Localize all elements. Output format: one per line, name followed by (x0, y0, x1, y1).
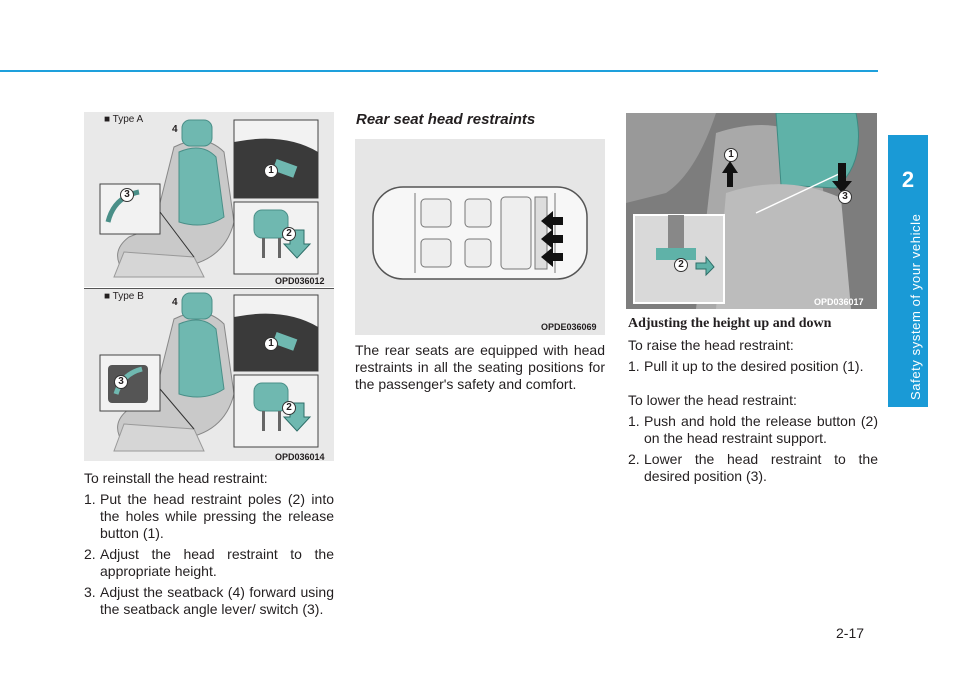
divider (84, 288, 334, 289)
type-a-label: ■ Type A (104, 114, 144, 125)
subsection-title: Adjusting the height up and down (628, 316, 832, 331)
list-item: 1.Pull it up to the desired position (1)… (628, 358, 864, 374)
list-item: 1.Put the head restraint poles (2) into … (84, 491, 334, 541)
rear-seats-body: The rear seats are equipped with head re… (355, 342, 605, 392)
callout-2-b: 2 (282, 401, 296, 415)
lower-steps: 1.Push and hold the release button (2) o… (628, 413, 878, 485)
section-title: Rear seat head restraints (356, 111, 536, 128)
callout-2-c: 2 (674, 258, 688, 272)
callout-4-b: 4 (172, 297, 178, 308)
callout-2: 2 (282, 227, 296, 241)
callout-3: 3 (120, 188, 134, 202)
figure-code-a: OPD036012 (275, 276, 325, 286)
callout-3-c: 3 (838, 190, 852, 204)
figure-type-b: 4 1 2 3 (84, 289, 334, 461)
callout-4: 4 (172, 124, 178, 135)
chapter-title: Safety system of your vehicle (908, 213, 923, 400)
list-item: 2.Lower the head restraint to the desire… (628, 451, 878, 484)
list-item: 3.Adjust the seatback (4) forward using … (84, 584, 334, 617)
figure-code-headrest: OPD036017 (814, 297, 864, 307)
figure-code-rear: OPDE036069 (541, 322, 597, 332)
reinstall-intro: To reinstall the head restraint: (84, 470, 268, 486)
type-b-label: ■ Type B (104, 291, 144, 302)
list-item: 2.Adjust the head restraint to the appro… (84, 546, 334, 579)
reinstall-instructions: To reinstall the head restraint: 1.Put t… (84, 470, 334, 618)
height-instructions: To raise the head restraint: 1.Pull it u… (628, 337, 878, 485)
chapter-number: 2 (901, 167, 915, 192)
chapter-tab: 2 Safety system of your vehicle (888, 135, 928, 407)
raise-intro: To raise the head restraint: (628, 337, 794, 353)
callout-1-b: 1 (264, 337, 278, 351)
top-rule (0, 70, 878, 72)
page-number: 2-17 (836, 625, 865, 641)
callout-3-b: 3 (114, 375, 128, 389)
figure-head-restraint: 1 3 2 OPD036017 (626, 113, 877, 309)
figure-code-b: OPD036014 (275, 452, 325, 462)
raise-steps: 1.Pull it up to the desired position (1)… (628, 358, 878, 375)
lower-intro: To lower the head restraint: (628, 392, 797, 408)
list-item: 1.Push and hold the release button (2) o… (628, 413, 878, 446)
reinstall-steps: 1.Put the head restraint poles (2) into … (84, 491, 334, 618)
callout-1-c: 1 (724, 148, 738, 162)
figure-type-a: 4 1 2 3 (84, 112, 334, 287)
figure-rear-seats: OPDE036069 (355, 139, 605, 335)
callout-1: 1 (264, 164, 278, 178)
